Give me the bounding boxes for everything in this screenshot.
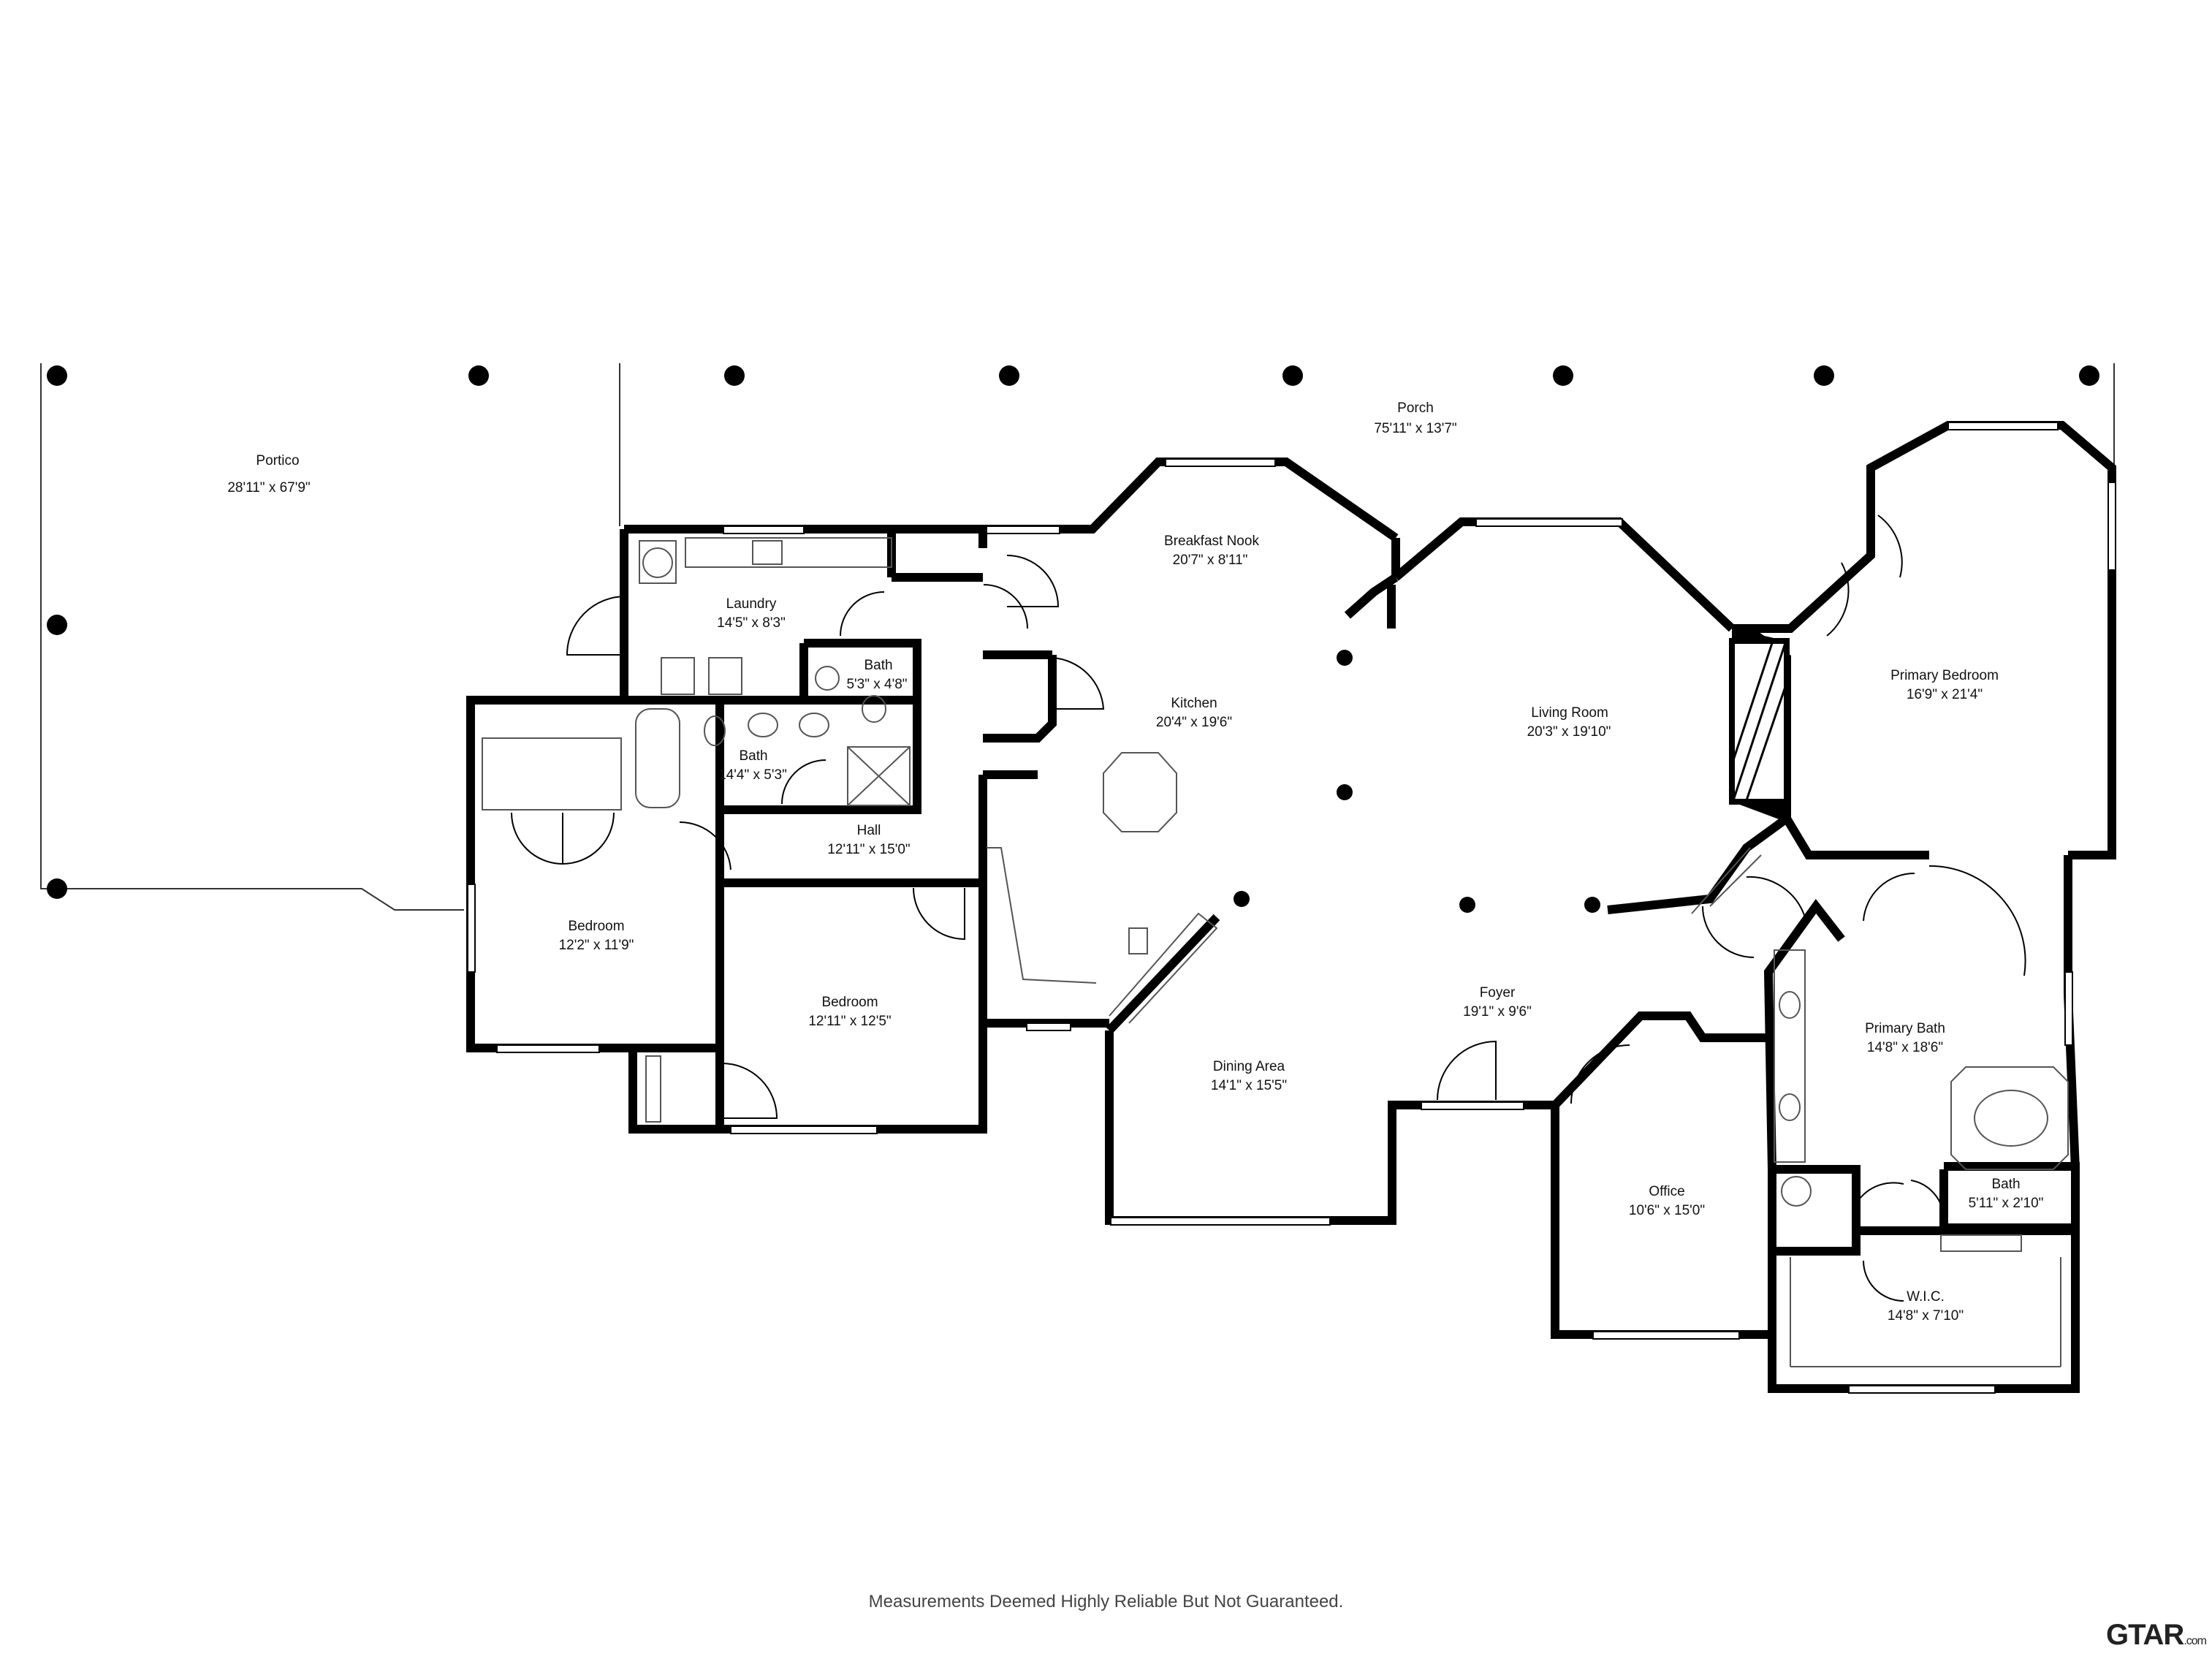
svg-text:20'7" x 8'11": 20'7" x 8'11" [1173, 553, 1248, 568]
room-bedroom-2: Bedroom 12'11" x 12'5" [808, 995, 891, 1029]
svg-text:20'3" x 19'10": 20'3" x 19'10" [1527, 724, 1611, 740]
svg-text:Hall: Hall [857, 823, 881, 838]
svg-text:12'11" x 12'5": 12'11" x 12'5" [808, 1014, 891, 1029]
svg-text:W.I.C.: W.I.C. [1907, 1289, 1945, 1305]
svg-text:12'11" x 15'0": 12'11" x 15'0" [827, 842, 910, 857]
svg-text:Bedroom: Bedroom [821, 995, 878, 1010]
room-dining-area: Dining Area 14'1" x 15'5" [1211, 1059, 1287, 1093]
svg-text:Porch: Porch [1397, 400, 1434, 416]
svg-text:14'8" x 7'10": 14'8" x 7'10" [1888, 1308, 1964, 1324]
svg-text:Bath: Bath [739, 748, 767, 764]
svg-text:16'9" x 21'4": 16'9" x 21'4" [1907, 687, 1983, 702]
svg-text:20'4" x 19'6": 20'4" x 19'6" [1156, 715, 1232, 730]
svg-text:Primary Bath: Primary Bath [1865, 1021, 1945, 1036]
svg-text:Laundry: Laundry [726, 596, 777, 612]
svg-text:28'11" x 67'9": 28'11" x 67'9" [227, 480, 310, 496]
svg-text:Bath: Bath [864, 658, 892, 673]
door-swings [511, 515, 2026, 1302]
svg-text:Bedroom: Bedroom [568, 919, 624, 934]
room-porch: Porch 75'11" x 13'7" [1374, 400, 1456, 436]
gtar-logo: GTAR.com [2105, 1619, 2207, 1652]
room-bath-primary-wc: Bath 5'11" x 2'10" [1969, 1177, 2044, 1211]
svg-text:Breakfast Nook: Breakfast Nook [1164, 534, 1259, 549]
svg-text:5'11" x 2'10": 5'11" x 2'10" [1969, 1196, 2044, 1211]
porch-posts [47, 365, 2099, 913]
svg-text:Foyer: Foyer [1480, 985, 1516, 1001]
svg-text:10'6" x 15'0": 10'6" x 15'0" [1629, 1203, 1705, 1218]
fixtures [482, 537, 2069, 1367]
room-primary-bath: Primary Bath 14'8" x 18'6" [1865, 1021, 1945, 1055]
svg-text:Dining Area: Dining Area [1213, 1059, 1285, 1074]
svg-text:Kitchen: Kitchen [1171, 696, 1217, 711]
logo-suffix: .com [2184, 1635, 2207, 1647]
svg-text:5'3" x 4'8": 5'3" x 4'8" [846, 677, 907, 692]
room-portico: Portico 28'11" x 67'9" [227, 453, 310, 496]
room-bath-small: Bath 5'3" x 4'8" [846, 658, 907, 692]
room-breakfast-nook: Breakfast Nook 20'7" x 8'11" [1164, 534, 1259, 568]
room-office: Office 10'6" x 15'0" [1629, 1184, 1705, 1218]
svg-text:Primary Bedroom: Primary Bedroom [1890, 668, 1999, 683]
room-foyer: Foyer 19'1" x 9'6" [1463, 985, 1532, 1020]
fireplace [1729, 629, 1790, 822]
room-bedroom-1: Bedroom 12'2" x 11'9" [559, 919, 634, 953]
svg-text:Living Room: Living Room [1531, 705, 1608, 721]
svg-text:Office: Office [1649, 1184, 1684, 1199]
portico-outline [40, 363, 2115, 911]
room-bath-hall: Bath 14'4" x 5'3" [718, 748, 787, 783]
svg-text:12'2" x 11'9": 12'2" x 11'9" [559, 938, 634, 953]
svg-text:14'5" x 8'3": 14'5" x 8'3" [717, 615, 786, 631]
svg-text:14'8" x 18'6": 14'8" x 18'6" [1867, 1040, 1943, 1055]
room-living-room: Living Room 20'3" x 19'10" [1527, 705, 1611, 740]
windows [467, 422, 2116, 1394]
svg-text:Portico: Portico [256, 453, 299, 468]
svg-text:75'11" x 13'7": 75'11" x 13'7" [1374, 421, 1456, 436]
room-wic: W.I.C. 14'8" x 7'10" [1888, 1289, 1964, 1324]
svg-text:14'1" x 15'5": 14'1" x 15'5" [1211, 1078, 1287, 1093]
svg-text:19'1" x 9'6": 19'1" x 9'6" [1463, 1004, 1532, 1020]
room-hall: Hall 12'11" x 15'0" [827, 823, 910, 857]
room-laundry: Laundry 14'5" x 8'3" [717, 596, 786, 631]
svg-text:Bath: Bath [1991, 1177, 2020, 1192]
room-labels: Portico 28'11" x 67'9" Porch 75'11" x 13'7… [227, 400, 2043, 1324]
svg-text:14'4" x 5'3": 14'4" x 5'3" [718, 767, 787, 783]
measurement-disclaimer: Measurements Deemed Highly Reliable But … [868, 1592, 1344, 1611]
room-kitchen: Kitchen 20'4" x 19'6" [1156, 696, 1232, 730]
room-primary-bedroom: Primary Bedroom 16'9" x 21'4" [1890, 668, 1999, 702]
logo-text: GTAR [2105, 1619, 2184, 1651]
